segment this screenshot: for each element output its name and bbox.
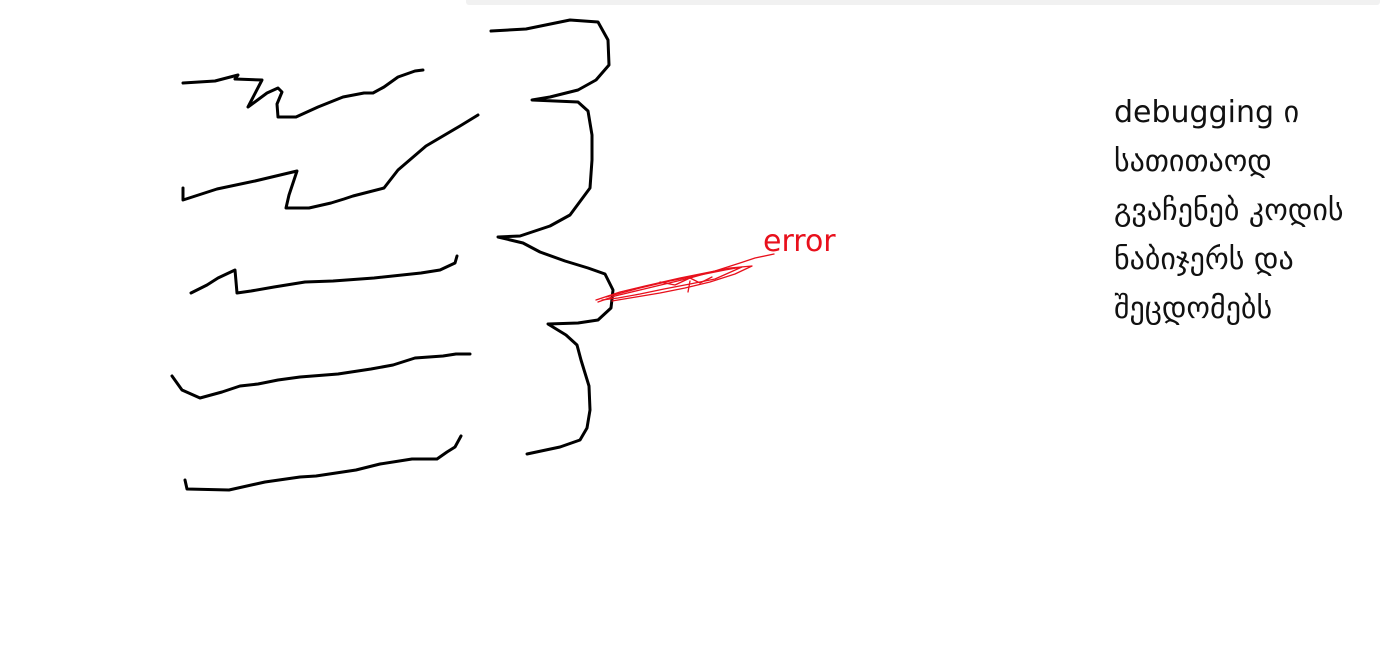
error-label: error [763,224,836,259]
top-bar [466,0,1380,5]
note-line: ნაბიჯერს და [1114,242,1294,277]
scribble-line-4 [170,352,472,400]
note-line: გვაჩენებ კოდის [1114,193,1344,228]
scribble-line-1 [181,68,425,119]
note-line: სათითაოდ [1114,144,1272,179]
note-text: debugging ი სათითაოდ გვაჩენებ კოდის ნაბი… [1114,88,1392,333]
note-line: debugging ი [1114,95,1300,130]
error-pointer [595,253,775,303]
curly-brace [489,18,615,456]
scribble-line-5 [183,434,463,492]
note-line: შეცდომებს [1114,291,1273,326]
scribble-line-2 [181,113,480,210]
scribble-line-3 [189,254,459,295]
